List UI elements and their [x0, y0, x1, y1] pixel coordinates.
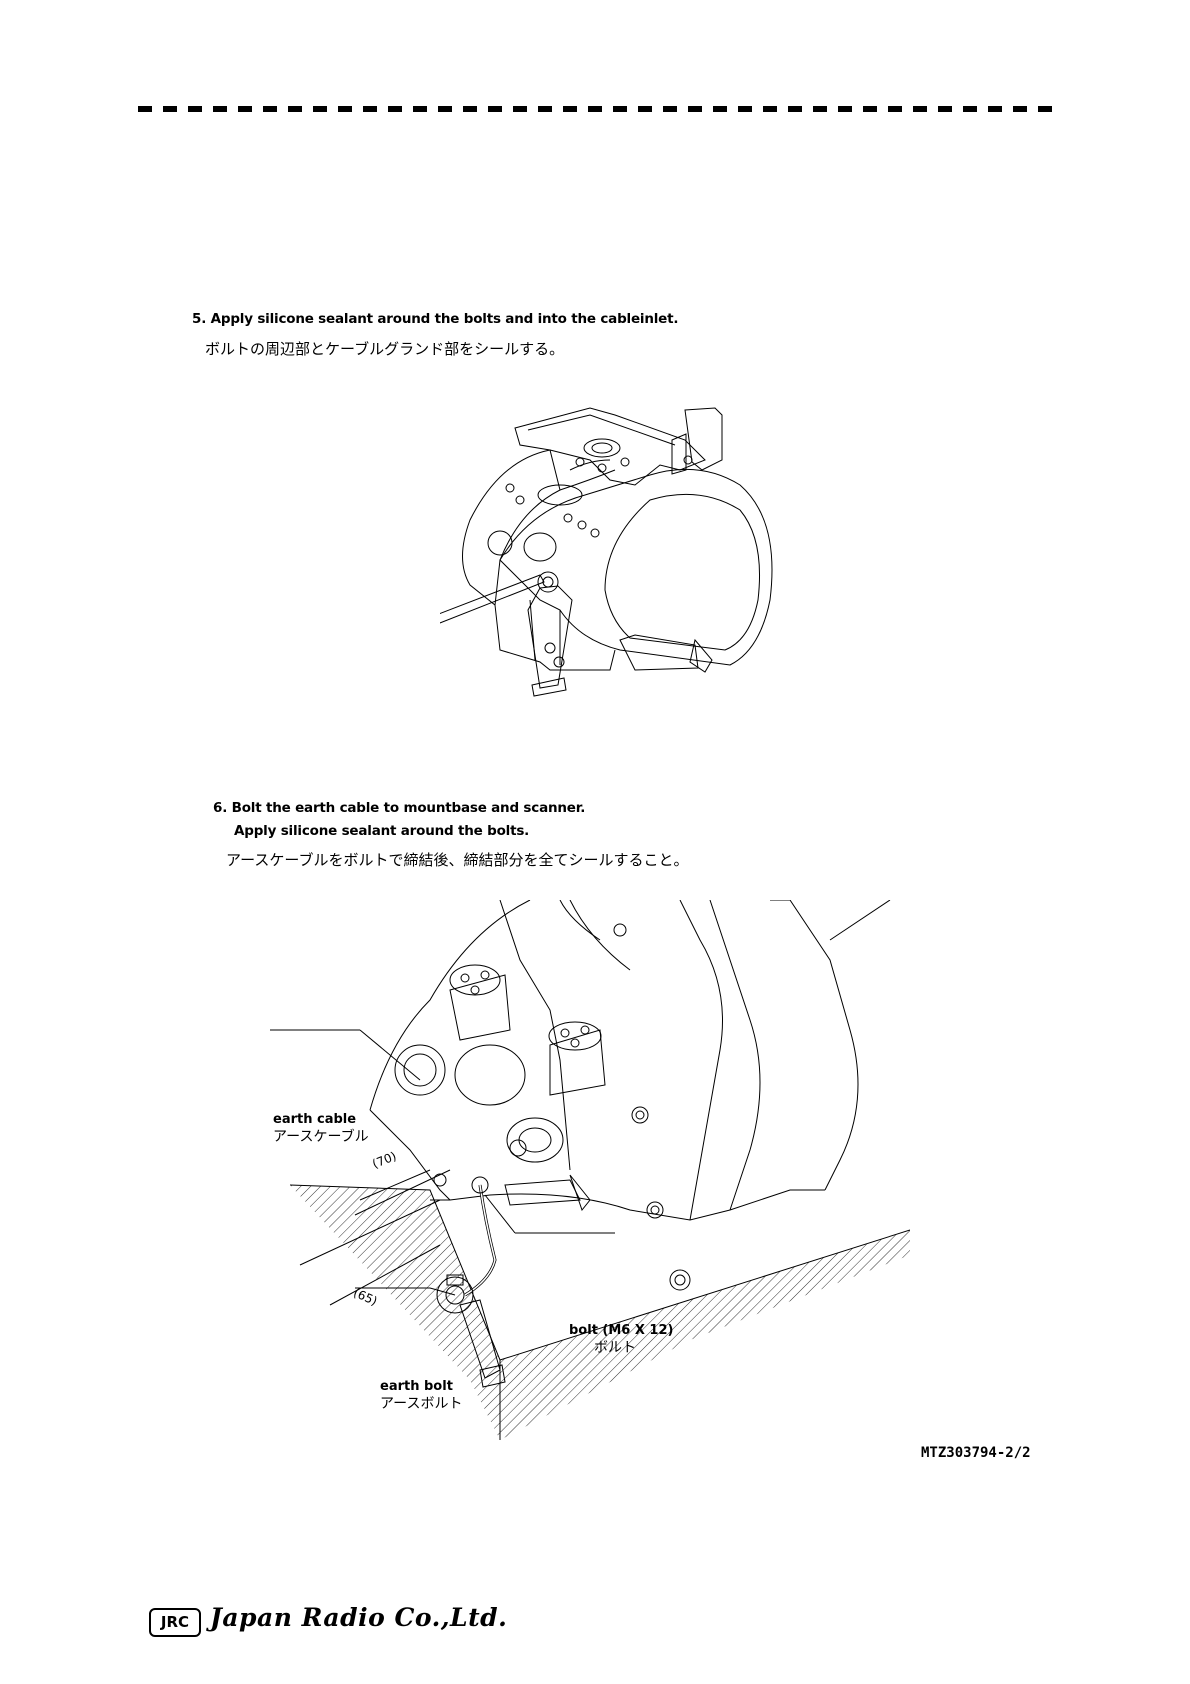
figure-scanner-sealant [440, 407, 773, 697]
step-6-instruction: 6. Bolt the earth cable to mountbase and… [213, 800, 586, 816]
callout-earth-cable-en: earth cable [273, 1112, 357, 1127]
step-6-instruction-jp: アースケーブルをボルトで締結後、締結部分を全てシールすること。 [226, 851, 689, 869]
callout-bolt: bolt (M6 X 12) ボルト [569, 1322, 673, 1357]
callout-earth-bolt-en: earth bolt [380, 1379, 453, 1394]
callout-earth-cable-jp: アースケーブル [273, 1129, 369, 1145]
callout-earth-bolt-jp: アースボルト [380, 1396, 463, 1412]
callout-earth-bolt: earth bolt アースボルト [380, 1378, 462, 1413]
jrc-logo: JRC [149, 1608, 201, 1637]
callout-bolt-jp: ボルト [594, 1340, 636, 1356]
document-number: MTZ303794-2/2 [921, 1445, 1031, 1461]
figure-earth-cable [270, 900, 910, 1440]
step-5-instruction: 5. Apply silicone sealant around the bol… [192, 311, 679, 327]
callout-bolt-en: bolt (M6 X 12) [569, 1323, 674, 1338]
step-5-instruction-jp: ボルトの周辺部とケーブルグランド部をシールする。 [205, 340, 565, 358]
step-6-instruction-line2: Apply silicone sealant around the bolts. [234, 823, 530, 839]
dashed-separator [138, 106, 1058, 112]
callout-earth-cable: earth cable アースケーブル [273, 1111, 369, 1146]
company-name: Japan Radio Co.,Ltd. [210, 1603, 508, 1632]
